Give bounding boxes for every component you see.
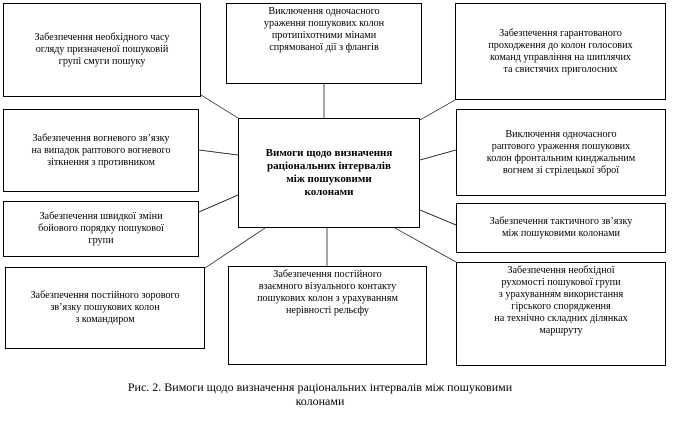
requirement-text: Забезпечення тактичного зв’язку між пошу… [489, 216, 633, 239]
requirement-box-mine-flank-protection: Виключення одночасного ураження пошукови… [226, 3, 422, 84]
requirement-text: Забезпечення постійного зорового зв’язку… [30, 290, 180, 325]
connector-line [419, 149, 457, 161]
connector-line [419, 209, 457, 226]
connector-line [419, 99, 456, 121]
central-requirements-title: Вимоги щодо визначення раціональних інте… [265, 147, 393, 198]
connector-line [198, 194, 239, 213]
requirement-box-group-mobility: Забезпечення необхідної рухомості пошуко… [456, 262, 666, 366]
figure-caption-text: Рис. 2. Вимоги щодо визначення раціональ… [127, 380, 513, 408]
requirement-text: Забезпечення необхідного часу огляду при… [34, 32, 170, 67]
connector-line [200, 94, 239, 119]
requirement-text: Забезпечення гарантованого проходження д… [488, 27, 633, 75]
requirement-box-search-strip-time: Забезпечення необхідного часу огляду при… [3, 3, 201, 97]
connector-line [204, 227, 266, 269]
connector-line [394, 227, 457, 263]
requirement-box-formation-change: Забезпечення швидкої зміни бойового поря… [3, 201, 199, 257]
connector-line [198, 149, 239, 156]
central-requirements-box: Вимоги щодо визначення раціональних інте… [238, 118, 420, 228]
requirement-box-frontal-fire-protection: Виключення одночасного раптового ураженн… [456, 109, 666, 196]
requirement-box-visual-command-link: Забезпечення постійного зорового зв’язку… [5, 267, 205, 349]
requirement-text: Виключення одночасного ураження пошукови… [263, 6, 385, 53]
figure-caption: Рис. 2. Вимоги щодо визначення раціональ… [40, 380, 600, 408]
requirement-text: Забезпечення вогневого зв’язку на випадо… [31, 132, 171, 168]
requirement-text: Забезпечення постійного взаємного візуал… [257, 269, 398, 316]
requirement-box-mutual-visual-contact: Забезпечення постійного взаємного візуал… [228, 266, 427, 365]
requirement-text: Забезпечення швидкої зміни бойового поря… [38, 211, 164, 246]
requirement-box-fire-communication: Забезпечення вогневого зв’язку на випадо… [3, 109, 199, 192]
requirement-box-voice-command-delivery: Забезпечення гарантованого проходження д… [455, 3, 666, 100]
requirement-text: Забезпечення необхідної рухомості пошуко… [494, 265, 628, 336]
requirement-text: Виключення одночасного раптового ураженн… [486, 128, 636, 176]
requirement-box-tactical-communication: Забезпечення тактичного зв’язку між пошу… [456, 203, 666, 253]
